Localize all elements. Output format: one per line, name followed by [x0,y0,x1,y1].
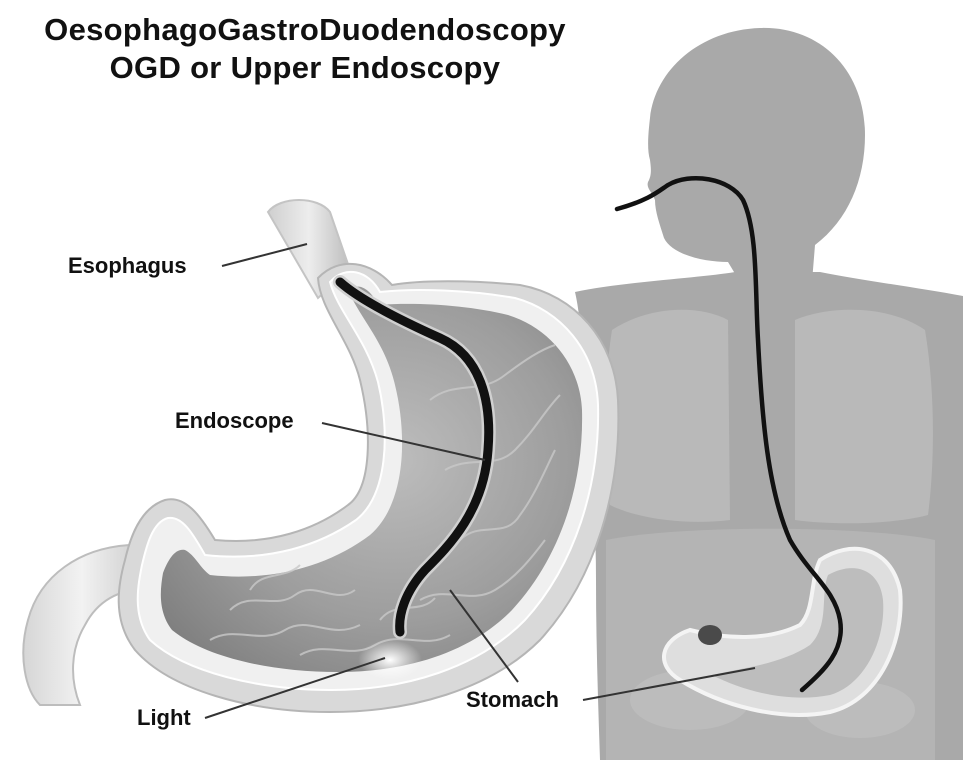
lung-left [606,310,730,522]
label-stomach: Stomach [466,687,559,712]
label-endoscope: Endoscope [175,408,294,433]
pylorus-opening [698,625,722,645]
light-glow [358,640,422,680]
head-silhouette [648,28,865,282]
stomach-cutaway [119,264,619,712]
label-esophagus-group: Esophagus [68,244,307,278]
human-silhouette [575,28,963,760]
title-line-1: OesophagoGastroDuodendoscopy [44,12,566,47]
label-light: Light [137,705,191,730]
title-line-2: OGD or Upper Endoscopy [110,50,501,85]
lung-right [795,310,933,524]
label-esophagus: Esophagus [68,253,187,278]
